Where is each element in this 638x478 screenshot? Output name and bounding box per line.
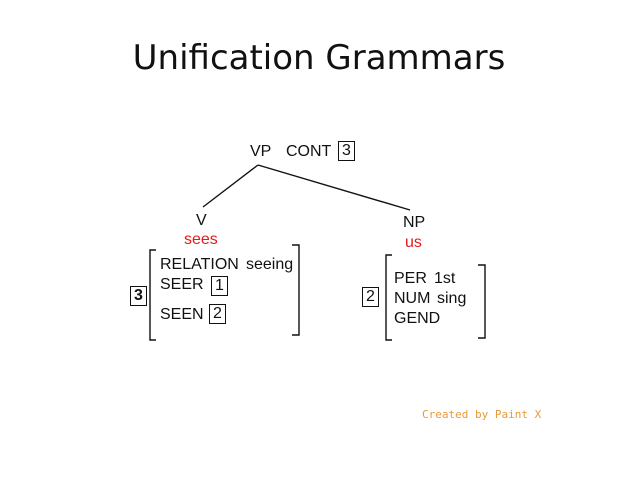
left-avm-tag-box: 3	[130, 286, 147, 306]
left-feature-value-relation: seeing	[246, 256, 294, 273]
right-feature-name-gend: GEND	[394, 310, 441, 327]
left-feature-name-seen: SEEN	[160, 306, 204, 323]
left-feature-name-relation: RELATION	[160, 256, 239, 273]
right-feature-name-num: NUM	[394, 290, 431, 307]
root-category: VP	[250, 143, 272, 160]
credit-watermark: Created by Paint X	[422, 408, 542, 421]
avm-right-close-bracket	[478, 264, 486, 339]
left-category: V	[196, 212, 207, 229]
edge-vp-np	[257, 164, 411, 211]
right-avm-tag-box: 2	[362, 287, 379, 307]
root-tag-box: 3	[338, 141, 355, 161]
right-feature-value-per: 1st	[434, 270, 456, 287]
avm-left-open-bracket	[149, 249, 156, 341]
avm-right-open-bracket	[385, 254, 392, 341]
right-feature-name-per: PER	[394, 270, 427, 287]
root-feature: CONT	[286, 143, 332, 160]
left-word: sees	[184, 231, 218, 248]
avm-left-close-bracket	[292, 244, 300, 336]
right-feature-value-num: sing	[437, 290, 467, 307]
left-feature-name-seer: SEER	[160, 276, 204, 293]
right-category: NP	[403, 214, 426, 231]
right-word: us	[405, 234, 422, 251]
left-seer-tag-box: 1	[211, 276, 228, 296]
left-seen-tag-box: 2	[209, 304, 226, 324]
edge-vp-v	[202, 164, 259, 208]
slide-title: Unification Grammars	[132, 38, 506, 78]
